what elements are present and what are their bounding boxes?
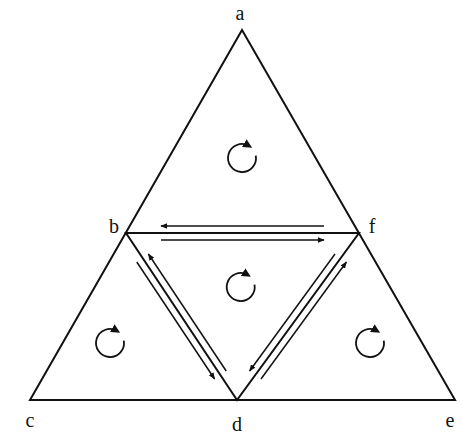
point-label: e (446, 410, 455, 430)
point-label: f (369, 216, 376, 236)
point-label: b (109, 216, 119, 236)
flow-arrows (137, 226, 347, 379)
point-label: c (26, 410, 35, 430)
triangle-outline (30, 30, 455, 400)
circulation-symbol (96, 144, 384, 357)
point-label: a (236, 3, 245, 23)
point-label: d (232, 414, 242, 434)
